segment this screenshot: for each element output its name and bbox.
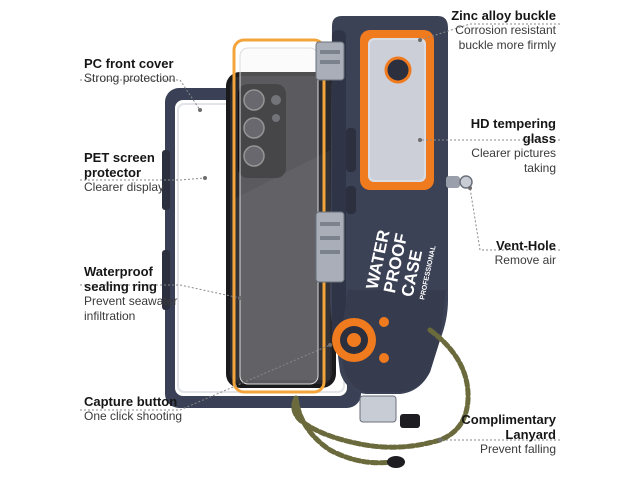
lanyard bbox=[291, 327, 471, 468]
callout-capture-button: Capture button One click shooting bbox=[84, 394, 182, 424]
callout-title: Zinc alloy buckle bbox=[451, 8, 556, 23]
callout-title-line1: PET screen bbox=[84, 150, 155, 165]
callout-subtitle-line2: infiltration bbox=[84, 309, 136, 323]
callout-subtitle: Clearer display bbox=[84, 180, 165, 194]
callout-sealing-ring: Waterproof sealing ring Prevent seawater… bbox=[84, 264, 177, 324]
callout-subtitle-line2: taking bbox=[523, 161, 556, 175]
callout-title: Vent-Hole bbox=[496, 238, 556, 253]
callout-lanyard: Complimentary Lanyard Prevent falling bbox=[461, 412, 556, 457]
callout-subtitle-line1: Corrosion resistant bbox=[455, 23, 556, 37]
callout-title-line1: Waterproof bbox=[84, 264, 153, 279]
waterproof-case-body bbox=[330, 16, 473, 394]
callout-hd-glass: HD tempering glass Clearer pictures taki… bbox=[471, 116, 556, 176]
leader-endpoints bbox=[198, 38, 472, 442]
callout-title-line2: glass bbox=[522, 131, 556, 146]
phone bbox=[226, 72, 336, 388]
capture-button bbox=[332, 317, 389, 363]
callout-title-line2: Lanyard bbox=[505, 427, 556, 442]
callout-pc-front-cover: PC front cover Strong protection bbox=[84, 56, 175, 86]
callout-subtitle-line2: buckle more firmly bbox=[458, 38, 556, 52]
callout-title-line2: protector bbox=[84, 165, 142, 180]
callout-subtitle: One click shooting bbox=[84, 409, 183, 423]
zinc-alloy-buckles bbox=[315, 41, 397, 423]
callout-zinc-buckle: Zinc alloy buckle Corrosion resistant bu… bbox=[451, 8, 556, 53]
callout-subtitle: Strong protection bbox=[84, 71, 176, 85]
callout-title-line1: HD tempering bbox=[470, 116, 556, 131]
callout-title: Capture button bbox=[84, 394, 178, 409]
callout-title-line2: sealing ring bbox=[84, 279, 157, 294]
callout-title: PC front cover bbox=[84, 56, 174, 71]
callout-subtitle-line1: Clearer pictures bbox=[471, 146, 556, 160]
callout-pet-screen: PET screen protector Clearer display bbox=[84, 150, 164, 195]
leader-lines bbox=[80, 23, 560, 441]
callout-subtitle: Remove air bbox=[494, 253, 556, 267]
callout-subtitle: Prevent falling bbox=[479, 442, 556, 456]
sealing-ring bbox=[232, 38, 326, 394]
callout-title-line1: Complimentary bbox=[461, 412, 556, 427]
callout-vent-hole: Vent-Hole Remove air bbox=[495, 238, 556, 268]
callout-subtitle-line1: Prevent seawater bbox=[84, 294, 178, 308]
